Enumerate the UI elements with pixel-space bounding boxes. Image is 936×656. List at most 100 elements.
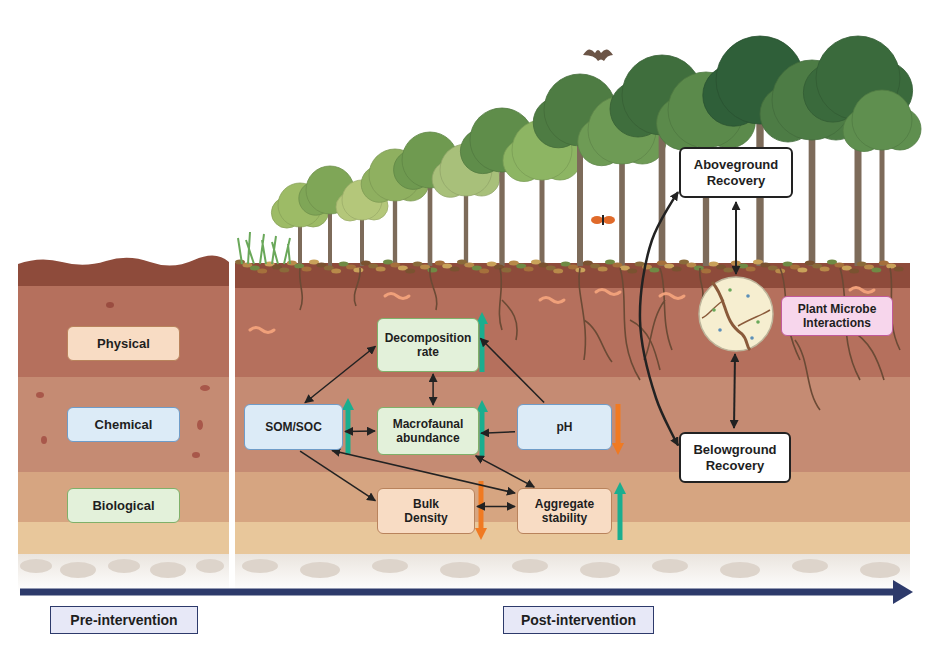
leaf (672, 267, 682, 272)
connector-arrow (432, 374, 434, 405)
leaf (746, 267, 756, 272)
node-label: Post-intervention (521, 612, 636, 629)
connector-arrow (477, 506, 515, 508)
root (300, 268, 303, 310)
leaf (479, 269, 489, 274)
leaf (627, 269, 637, 274)
recovery-box: Aboveground Recovery (679, 147, 793, 198)
decrease-arrow-head (612, 443, 624, 455)
lens (699, 277, 773, 351)
stone (512, 559, 548, 573)
worm (385, 294, 409, 299)
node-label: Aggregate stability (529, 497, 601, 526)
leaf (871, 268, 881, 273)
soil-layer (18, 284, 229, 377)
bat (583, 49, 613, 61)
leaf (257, 269, 267, 274)
node-label: SOM/SOC (265, 420, 322, 434)
stone (150, 562, 186, 578)
connector-arrow (481, 432, 515, 434)
forest (271, 36, 921, 266)
leaf (598, 267, 608, 272)
root (354, 268, 360, 306)
root (579, 268, 612, 362)
stone (300, 562, 340, 578)
link-arrow (734, 354, 735, 428)
leaf (820, 267, 830, 272)
rock-layer (18, 552, 229, 592)
leaf (894, 267, 904, 272)
microbe (746, 294, 750, 298)
trend-arrows (342, 312, 626, 540)
root (499, 268, 517, 340)
root (644, 268, 672, 360)
connector-arrow (476, 456, 535, 487)
node-label: Chemical (95, 417, 153, 433)
node-label: pH (557, 420, 573, 434)
stone (60, 562, 96, 578)
stone (196, 559, 224, 573)
pebble (200, 385, 210, 391)
worm (596, 290, 620, 295)
connector-arrow (640, 192, 678, 445)
leaf (501, 268, 511, 273)
canopy (852, 90, 912, 150)
grass (238, 232, 290, 264)
soil-layer (18, 470, 229, 522)
phase-label: Post-intervention (503, 606, 654, 634)
soil-layer (18, 520, 229, 554)
worm (850, 288, 874, 293)
recovery-box: Belowground Recovery (679, 432, 791, 483)
leaf (405, 269, 415, 274)
node-label: Decomposition rate (383, 331, 473, 360)
roots (300, 268, 900, 410)
leaf (450, 267, 460, 272)
property-box: Biological (67, 488, 180, 523)
microbe (728, 288, 732, 292)
pebble (197, 420, 203, 430)
node-label: Plant Microbe Interactions (787, 302, 887, 331)
leaf (353, 268, 363, 273)
soil-layer (235, 286, 910, 377)
microbe (718, 328, 722, 332)
wing (591, 216, 603, 224)
leaf-litter (235, 260, 904, 274)
biological-box: Macrofaunal abundance (377, 407, 479, 455)
tree (803, 36, 912, 266)
connector-arrow (332, 450, 515, 493)
timeline-arrow (20, 589, 896, 596)
node-label: Bulk Density (396, 497, 456, 526)
connector-arrow (305, 346, 375, 402)
physical-box: Bulk Density (377, 488, 475, 534)
microbe (750, 336, 754, 340)
stone (860, 562, 900, 578)
property-box: Chemical (67, 407, 180, 442)
leaf (849, 269, 859, 274)
rhizosphere-lens (699, 277, 773, 351)
stone (372, 559, 408, 573)
stone (242, 559, 278, 573)
butterfly (591, 215, 615, 225)
pebble (41, 436, 47, 444)
leaf (797, 268, 807, 273)
grass-blades (238, 232, 290, 264)
leaf (524, 267, 534, 272)
decrease-arrow (479, 481, 484, 530)
topsoil (235, 263, 910, 288)
leaf (649, 268, 659, 273)
decrease-arrow-head (475, 528, 487, 540)
stone (652, 559, 688, 573)
worm (250, 328, 274, 333)
connector-arrow (480, 338, 544, 402)
stone (108, 559, 140, 573)
increase-arrow (618, 492, 623, 540)
stone (720, 562, 760, 578)
worm (540, 298, 564, 303)
leaf (723, 268, 733, 273)
stone (440, 562, 480, 578)
soil-profile-left (18, 255, 229, 592)
root-hair (702, 300, 770, 326)
stone (792, 559, 828, 573)
connector-arrow (345, 430, 375, 432)
